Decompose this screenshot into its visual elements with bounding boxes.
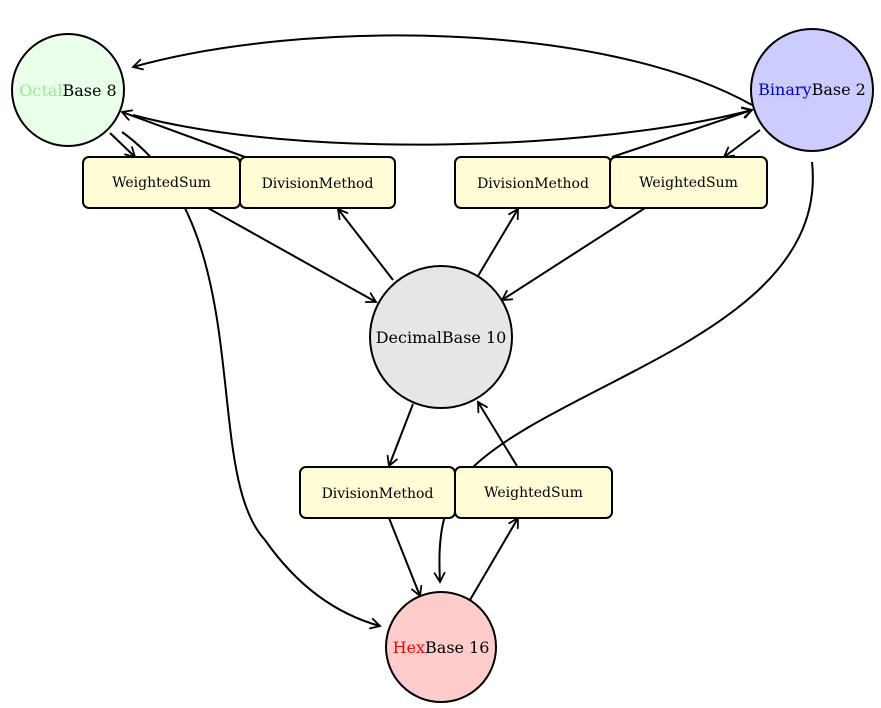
node-octal-circle [11,33,125,147]
edge-binary-to-weightedsum [722,129,761,159]
node-hex-label: HexBase 16 [393,638,490,657]
node-hex: HexBase 16 [385,591,497,703]
edge-octal-to-hex [121,131,382,630]
box-hex-divisionmethod: DivisionMethod [299,466,456,519]
box-octal-divisionmethod-label: DivisionMethod [262,176,374,192]
node-octal-base: Base 8 [62,81,116,100]
node-octal-name: Octal [19,81,62,100]
edge-weightedsum-to-decimal [207,207,378,303]
node-decimal-base: Base 10 [442,328,506,347]
node-binary-circle [750,28,874,152]
box-octal-weightedsum-label: WeightedSum [112,175,211,191]
box-hex-weightedsum-label: WeightedSum [484,485,583,501]
edge-hex-to-weightedsum [469,516,519,601]
edge-binary-to-hex [433,161,814,584]
box-binary-weightedsum: WeightedSum [609,156,768,209]
node-hex-name: Hex [393,638,425,657]
edge-divisionmethod-to-octal [120,109,246,158]
edge-weightedsum-hex-to-decimal [477,400,518,467]
node-decimal-name: Decimal [376,328,442,347]
edge-decimal-to-divisionmethod-hex [386,403,414,468]
box-octal-divisionmethod: DivisionMethod [239,156,396,209]
node-hex-circle [385,591,497,703]
node-decimal-label: DecimalBase 10 [376,328,507,347]
node-binary: BinaryBase 2 [750,28,874,152]
box-binary-divisionmethod: DivisionMethod [454,156,612,209]
edge-decimal-to-divisionmethod-octal [336,207,394,281]
edge-decimal-to-divisionmethod-binary [477,207,519,277]
edge-binary-to-octal [131,34,753,106]
box-binary-weightedsum-label: WeightedSum [639,175,738,191]
edge-weightedsum-binary-to-decimal [500,207,646,302]
node-hex-base: Base 16 [425,638,489,657]
node-binary-label: BinaryBase 2 [758,80,866,99]
node-octal-label: OctalBase 8 [19,81,116,100]
node-binary-base: Base 2 [812,80,866,99]
edge-divisionmethod-to-hex [388,517,423,598]
box-octal-weightedsum: WeightedSum [82,156,241,209]
node-binary-name: Binary [758,80,811,99]
node-decimal-circle [369,265,513,409]
edge-octal-to-binary [132,106,754,146]
node-octal: OctalBase 8 [11,33,125,147]
edges [109,34,814,630]
edge-divisionmethod-to-binary [611,107,754,158]
box-hex-divisionmethod-label: DivisionMethod [322,486,434,502]
box-hex-weightedsum: WeightedSum [454,466,613,519]
edge-octal-to-weightedsum [109,132,137,159]
node-decimal: DecimalBase 10 [369,265,513,409]
box-binary-divisionmethod-label: DivisionMethod [477,176,589,192]
